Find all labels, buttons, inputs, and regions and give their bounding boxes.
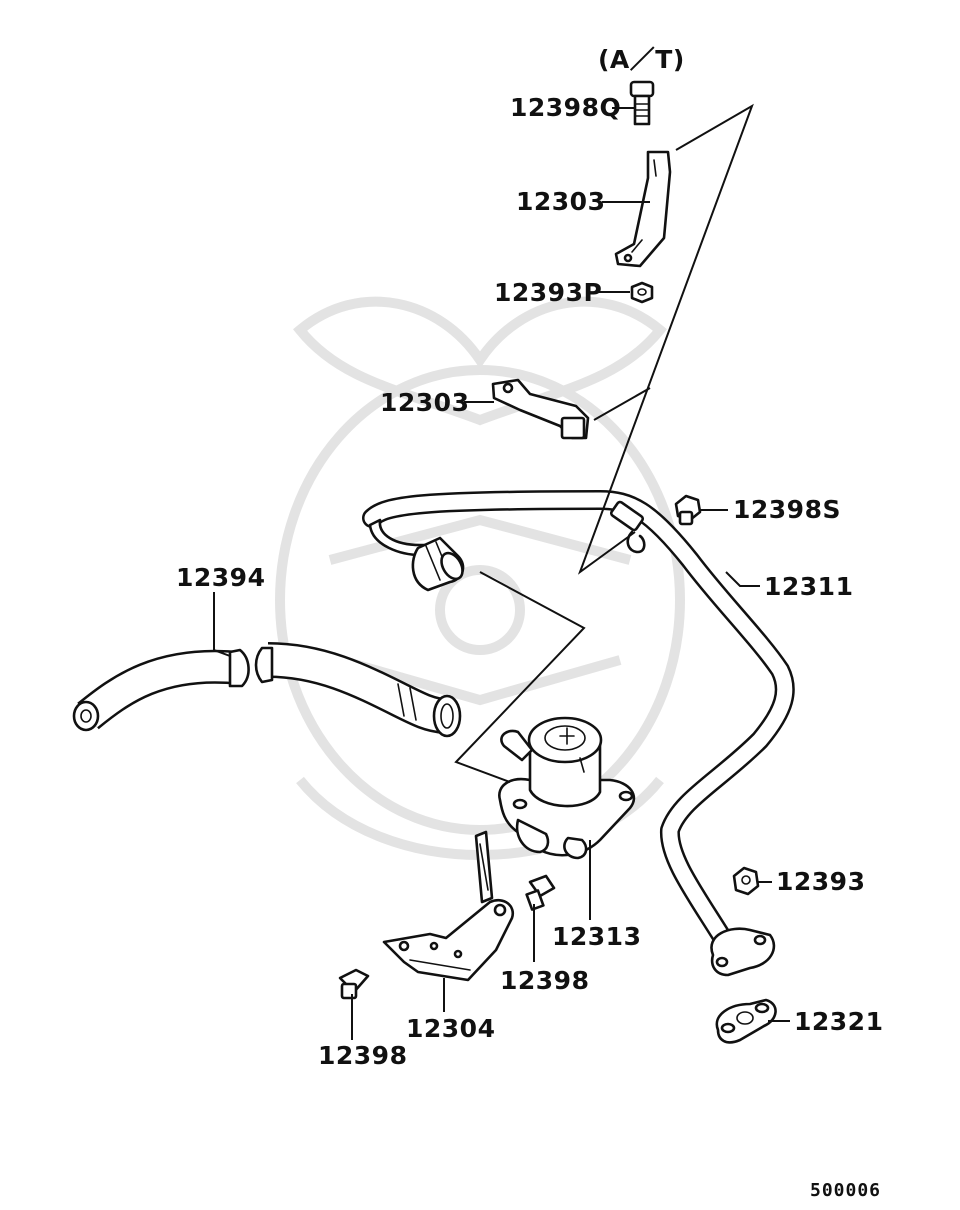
callout-12304: 12304 (406, 1014, 495, 1043)
bolt-12398q-icon (629, 80, 655, 126)
air-pipe-12311-icon (362, 490, 795, 977)
hose-12394-icon (72, 642, 462, 738)
leader-lines (213, 107, 790, 1040)
callout-12311: 12311 (764, 572, 853, 601)
hose-connector-icon (411, 536, 465, 592)
callout-12398-center: 12398 (500, 966, 589, 995)
callout-12303-lower: 12303 (380, 388, 469, 417)
callout-12321: 12321 (794, 1007, 883, 1036)
bolt-12398s-icon (674, 494, 702, 526)
bracket-12304-icon (382, 898, 515, 982)
callout-12393p: 12393P (494, 278, 602, 307)
callout-12303-upper: 12303 (516, 187, 605, 216)
bolt-12398-center-icon (525, 874, 556, 911)
variant-note: (A／T) (598, 45, 685, 74)
callout-12393: 12393 (776, 867, 865, 896)
gasket-12321-icon (715, 998, 777, 1044)
nut-12393p-icon (630, 281, 654, 304)
plate-strip-icon (474, 830, 494, 904)
bracket-12303-lower-icon (491, 378, 590, 440)
callout-12398s: 12398S (733, 495, 841, 524)
bolt-12398-lower-icon (338, 968, 370, 1000)
callout-12394: 12394 (176, 563, 265, 592)
callout-12398-lower: 12398 (318, 1041, 407, 1070)
figure-code: 500006 (810, 1180, 881, 1201)
samurai-watermark-icon (275, 296, 685, 860)
grouping-lines (454, 103, 754, 783)
callout-12313: 12313 (552, 922, 641, 951)
reed-valve-12313-icon (498, 716, 636, 860)
nut-12393-icon (732, 866, 760, 896)
bracket-12303-upper-icon (614, 150, 672, 268)
callout-12398q: 12398Q (510, 93, 621, 122)
